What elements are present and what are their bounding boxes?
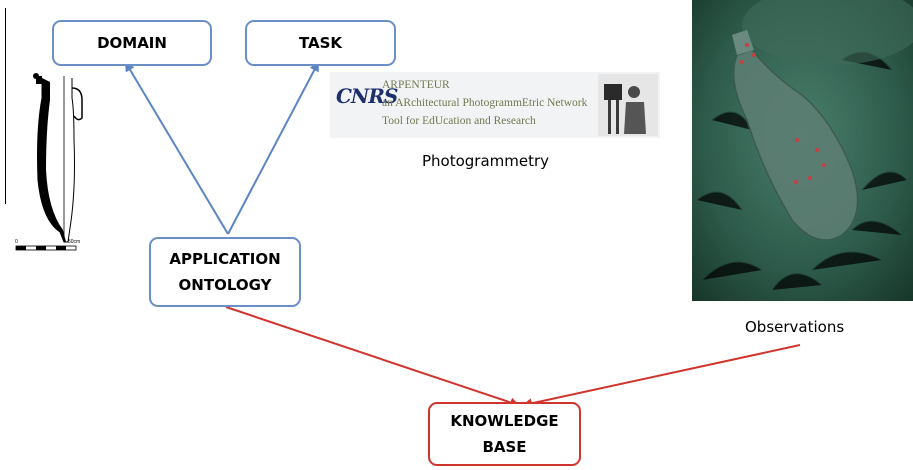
cnrs-logo: CNRS — [336, 84, 398, 108]
application-ontology-node: APPLICATION ONTOLOGY — [149, 237, 301, 307]
edge-application-to-knowledge-base — [225, 306, 520, 408]
edge-application-to-task — [227, 61, 319, 235]
photogrammetry-label: Photogrammetry — [422, 152, 550, 170]
logo-line-1: ARPENTEUR — [382, 79, 450, 91]
observations-label: Observations — [745, 318, 845, 336]
scale-start-label: 0 — [15, 239, 18, 245]
logo-line-2: an ARchitectural PhotogrammEtric Network — [382, 97, 588, 109]
application-ontology-label: APPLICATION ONTOLOGY — [169, 250, 281, 294]
task-node: TASK — [245, 20, 396, 66]
underwater-amphora-photo — [692, 0, 913, 301]
photographer-image — [598, 74, 658, 136]
knowledge-base-node: KNOWLEDGE BASE — [428, 402, 581, 466]
edge-application-to-domain — [124, 61, 229, 235]
domain-node: DOMAIN — [52, 20, 212, 66]
domain-label: DOMAIN — [97, 34, 167, 52]
left-border-line — [5, 8, 6, 204]
knowledge-base-label: KNOWLEDGE BASE — [450, 412, 559, 456]
arpenteur-logo-text: ARPENTEUR an ARchitectural PhotogrammEtr… — [382, 76, 587, 130]
scale-end-label: 50cm — [68, 239, 80, 245]
amphora-drawing: 0 50cm — [15, 73, 83, 251]
arpenteur-logo-banner: CNRS ARPENTEUR an ARchitectural Photogra… — [330, 72, 660, 138]
edge-observations-to-knowledge-base — [522, 344, 801, 409]
task-label: TASK — [298, 34, 343, 52]
logo-line-3: Tool for EdUcation and Research — [382, 115, 536, 127]
